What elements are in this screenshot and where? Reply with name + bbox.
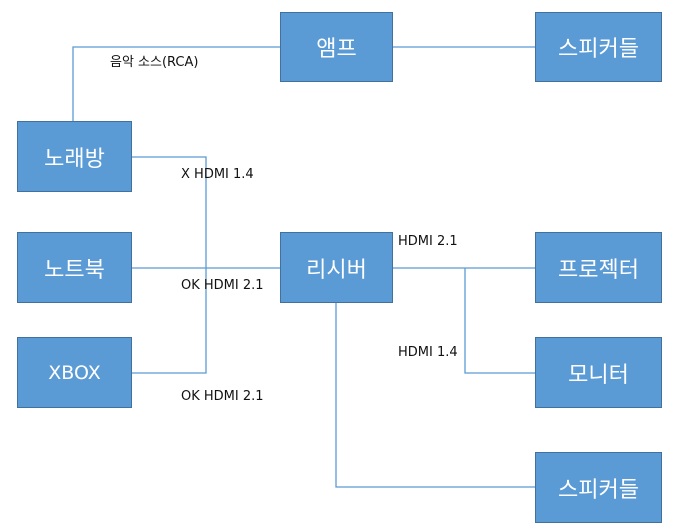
node-laptop: 노트북 [17,232,132,303]
label-receiver-projector: HDMI 2.1 [398,234,458,249]
node-speakers-top: 스피커들 [535,12,662,82]
node-amp: 앰프 [280,12,393,82]
line-karaoke-amp [72,46,281,121]
node-xbox: XBOX [17,337,132,408]
node-speakers-bottom: 스피커들 [535,452,662,523]
node-monitor: 모니터 [535,337,662,408]
label-receiver-monitor: HDMI 1.4 [398,345,458,360]
line-karaoke-xbox-bus [131,156,207,374]
label-karaoke-amp: 음악 소스(RCA) [110,55,199,70]
node-receiver: 리시버 [280,232,393,303]
label-karaoke-receiver: X HDMI 1.4 [181,167,254,182]
label-xbox-receiver: OK HDMI 2.1 [181,389,264,404]
line-receiver-speakers [335,303,535,488]
label-laptop-receiver: OK HDMI 2.1 [181,278,264,293]
node-projector: 프로젝터 [535,232,662,303]
node-karaoke: 노래방 [17,121,132,192]
line-receiver-monitor [464,268,535,374]
